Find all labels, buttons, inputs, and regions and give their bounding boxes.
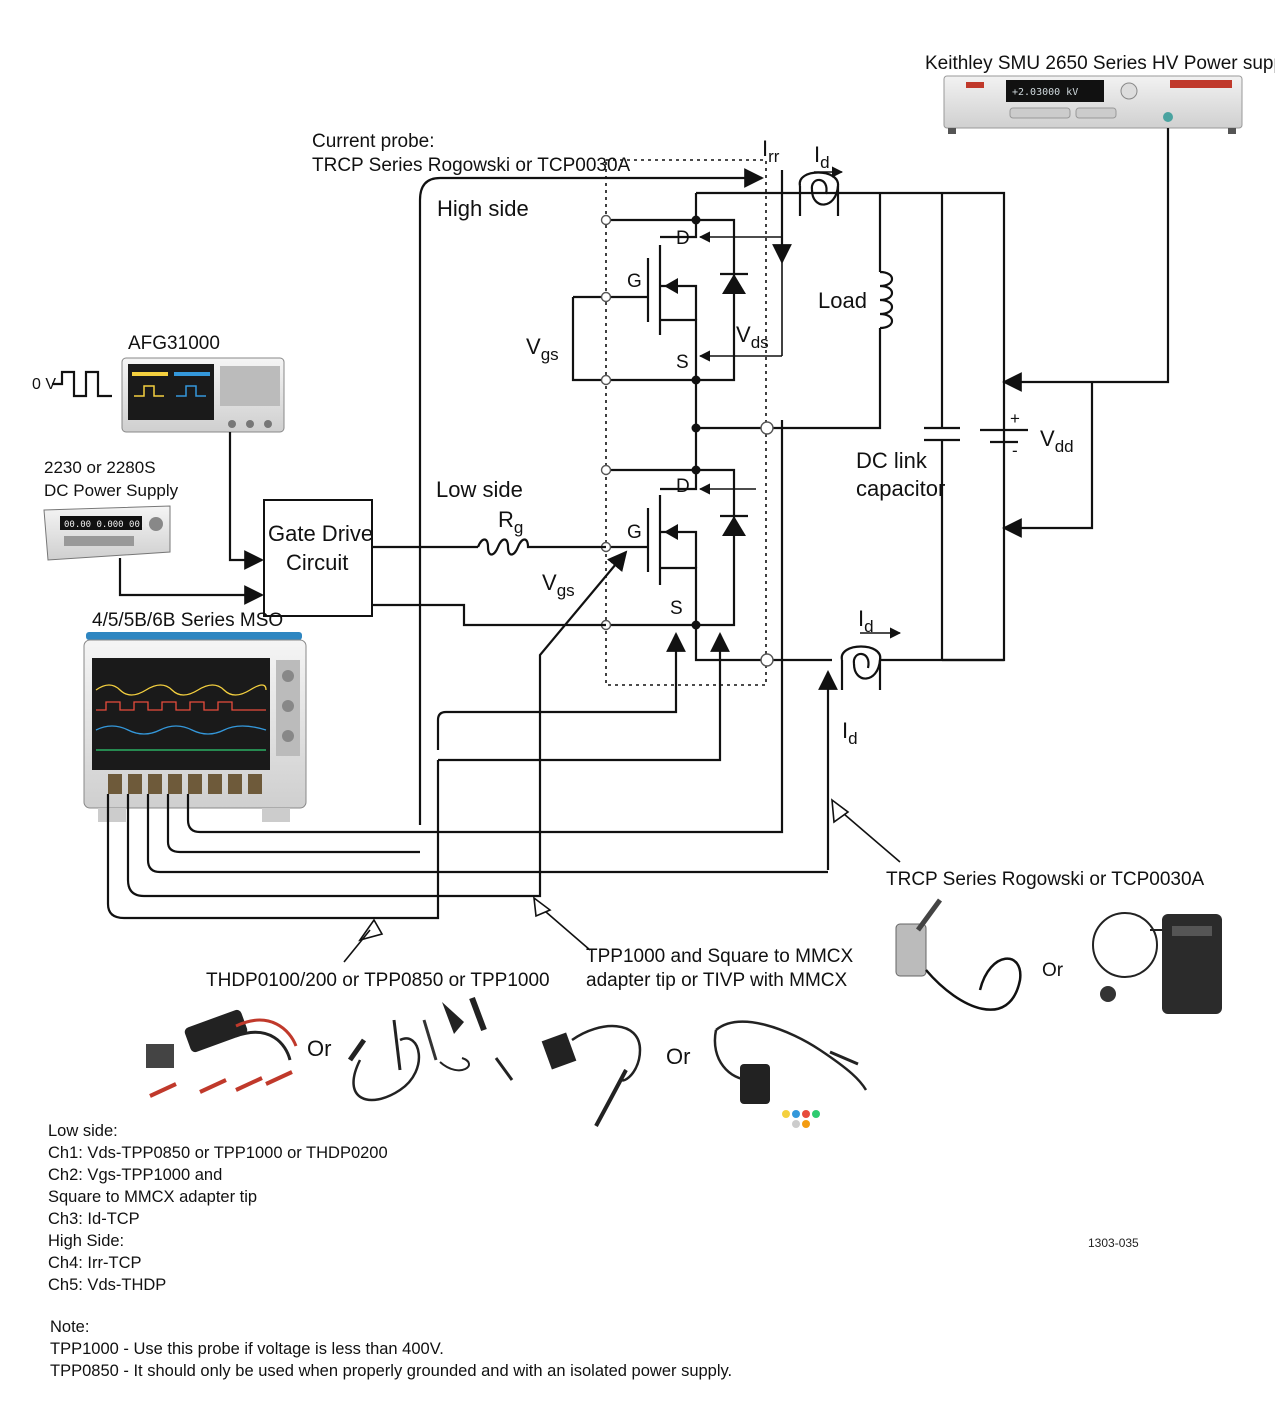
or-tpp: Or: [666, 1044, 690, 1069]
tpp1000-label-1: TPP1000 and Square to MMCX: [586, 946, 854, 967]
vds-low-probe-wire: [438, 632, 730, 762]
rg-resistor: [476, 538, 606, 556]
note-line-2: TPP0850 - It should only be used when pr…: [50, 1362, 733, 1380]
vgs-low-probe-wire: [538, 550, 628, 840]
mso-label: 4/5/5B/6B Series MSO: [92, 610, 283, 631]
vgs-high-label: Vgs: [526, 334, 559, 364]
vgs-low-label: Vgs: [542, 570, 575, 600]
high-side-label: High side: [437, 196, 529, 221]
channel-note-line: Low side:: [48, 1122, 118, 1140]
dc-supply-label-1: 2230 or 2280S: [44, 458, 156, 477]
or-thdp: Or: [307, 1036, 331, 1061]
id-bot-label: Id: [842, 718, 858, 748]
s-high-label: S: [676, 352, 689, 373]
keithley-label: Keithley SMU 2650 Series HV Power supply: [925, 53, 1275, 74]
keithley-wire: [1002, 128, 1170, 392]
gate-drive-label-2: Circuit: [286, 550, 348, 575]
irr-probe-wire: [418, 168, 764, 825]
afg-label: AFG31000: [128, 333, 220, 354]
load-inductor: [879, 270, 894, 330]
channel-notes: Low side: Ch1: Vds-TPP0850 or TPP1000 or…: [48, 1120, 388, 1296]
svg-text:00.00 0.000 00.00: 00.00 0.000 00.00: [64, 520, 156, 530]
or-trcp: Or: [1042, 960, 1064, 981]
dc-power-supply-device: 00.00 0.000 00.00: [43, 505, 171, 561]
load-bottom-wire: [696, 328, 882, 430]
scope-cables: [106, 420, 828, 920]
s-low-label: S: [670, 598, 683, 619]
gate-drive-label-1: Gate Drive: [268, 521, 373, 546]
tpp1000-label-2: adapter tip or TIVP with MMCX: [586, 970, 848, 991]
keithley-smu-device: Keithley SMU 2650 Series HV Power supply…: [925, 53, 1275, 134]
low-side-label: Low side: [436, 477, 523, 502]
dc-supply-wire: [118, 558, 264, 605]
d-high-label: D: [676, 228, 690, 249]
trcp-rogowski-probe-image: [895, 898, 1022, 1011]
gate-drive-box: [263, 499, 373, 617]
tcp0030a-probe-image: [1092, 912, 1222, 1014]
trcp-pointer-arrow: [831, 798, 850, 824]
dc-link-label-1: DC link: [856, 448, 928, 473]
high-side-mosfet: G D S: [571, 191, 880, 386]
id-bottom-coil: [840, 645, 882, 690]
mso-channel-connectors: [108, 774, 262, 794]
current-probe-label-2: TRCP Series Rogowski or TCP0030A: [312, 155, 631, 176]
channel-note-line: Square to MMCX adapter tip: [48, 1188, 258, 1206]
tpp-pointer-arrow: [533, 896, 552, 918]
square-wave-icon: [52, 370, 112, 398]
channel-note-line: Ch2: Vgs-TPP1000 and: [48, 1166, 223, 1184]
note-title: Note:: [50, 1318, 90, 1336]
note-block: Note: TPP1000 - Use this probe if voltag…: [50, 1316, 732, 1382]
channel-note-line: Ch1: Vds-TPP0850 or TPP1000 or THDP0200: [48, 1144, 388, 1162]
keithley-return-wire: [1002, 382, 1094, 538]
g-high-label: G: [627, 271, 642, 292]
gate-return-wire: [372, 603, 606, 627]
rg-label: Rg: [498, 507, 523, 537]
dc-supply-label-2: DC Power Supply: [44, 481, 179, 500]
afg31000-device: [121, 357, 285, 433]
thdp-probe-image: [146, 1009, 298, 1098]
id-top-coil: [798, 171, 840, 216]
channel-note-line: High Side:: [48, 1232, 125, 1250]
vdd-plus: +: [1010, 409, 1020, 428]
tivp-probe-image: [713, 1020, 868, 1128]
tpp1000-mmcx-probe-image: [541, 1024, 642, 1127]
mso-oscilloscope-device: [83, 632, 307, 822]
channel-note-line: Ch4: Irr-TCP: [48, 1254, 142, 1272]
current-probe-label-1: Current probe:: [312, 131, 435, 152]
trcp-probe-label: TRCP Series Rogowski or TCP0030A: [886, 869, 1205, 890]
source-probe-wire: [436, 632, 686, 750]
id-top-label: Id: [814, 142, 830, 172]
zero-v-label: 0 V: [32, 376, 56, 393]
low-side-mosfet: G D S: [600, 464, 832, 667]
irr-label: Irr: [762, 136, 780, 166]
d-low-label: D: [676, 476, 690, 497]
vdd-minus: -: [1012, 441, 1018, 460]
vdd-label: Vdd: [1040, 426, 1074, 456]
note-line-1: TPP1000 - Use this probe if voltage is l…: [50, 1340, 444, 1358]
figure-id: 1303-035: [1088, 1236, 1139, 1250]
channel-note-line: Ch3: Id-TCP: [48, 1210, 140, 1228]
vds-label: Vds: [736, 322, 769, 352]
load-label: Load: [818, 288, 867, 313]
dc-link-label-2: capacitor: [856, 476, 945, 501]
afg-wire: [228, 432, 264, 570]
g-low-label: G: [627, 522, 642, 543]
thdp-probe-label: THDP0100/200 or TPP0850 or TPP1000: [206, 970, 550, 991]
tpp-probe-accessories-image: [347, 996, 514, 1102]
channel-note-line: Ch5: Vds-THDP: [48, 1276, 167, 1294]
keithley-display: +2.03000 kV: [1012, 87, 1078, 98]
id-mid-label: Id: [858, 606, 874, 636]
